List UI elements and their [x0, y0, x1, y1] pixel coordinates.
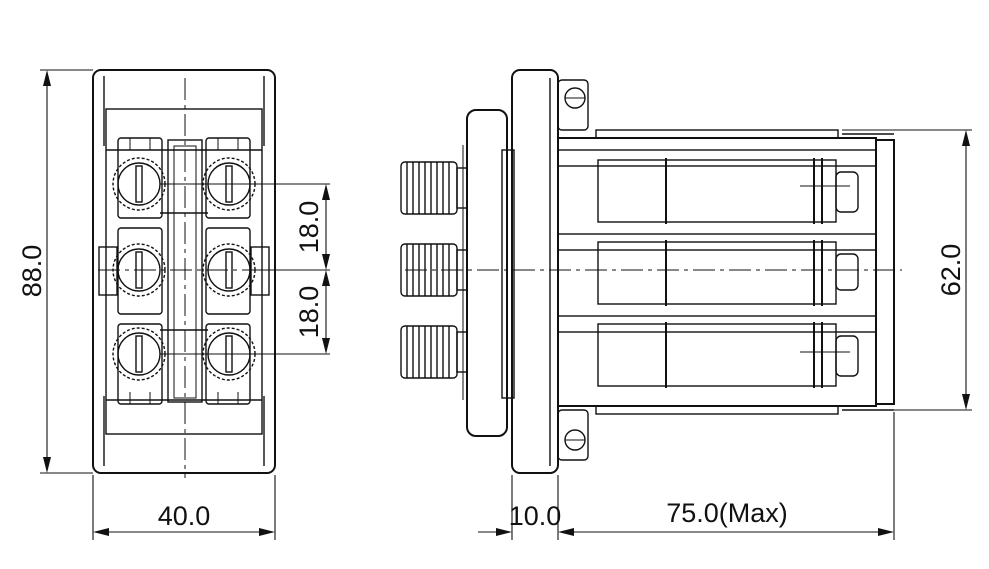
front-width-label: 40.0 [158, 501, 211, 531]
knob-top [400, 161, 468, 215]
panel-thickness-dimension: 10.0 [478, 475, 590, 540]
mounting-clip-bottom [557, 409, 589, 461]
mounting-clip-top [557, 79, 589, 131]
side-view [400, 69, 902, 474]
fuse-cap-bottom-left [112, 327, 166, 381]
depth-label: 75.0(Max) [666, 498, 788, 528]
pitch-upper-label: 18.0 [294, 201, 324, 254]
terminal-blocks [117, 137, 251, 405]
panel-thickness-label: 10.0 [509, 501, 562, 531]
knob-bottom [400, 325, 468, 379]
front-pitch-dimension: 18.0 18.0 [260, 184, 330, 354]
front-view [92, 69, 330, 478]
terminal-screws [800, 171, 859, 377]
front-height-dimension: 88.0 [17, 69, 93, 474]
fuse-cap-top-left [112, 157, 166, 211]
depth-dimension: 75.0(Max) [576, 412, 895, 540]
pitch-lower-label: 18.0 [294, 286, 324, 339]
side-height-dimension: 62.0 [842, 129, 972, 411]
front-width-dimension: 40.0 [92, 475, 276, 540]
front-height-label: 88.0 [17, 245, 47, 298]
side-height-label: 62.0 [936, 244, 966, 297]
fuse-screw-caps [112, 157, 256, 381]
